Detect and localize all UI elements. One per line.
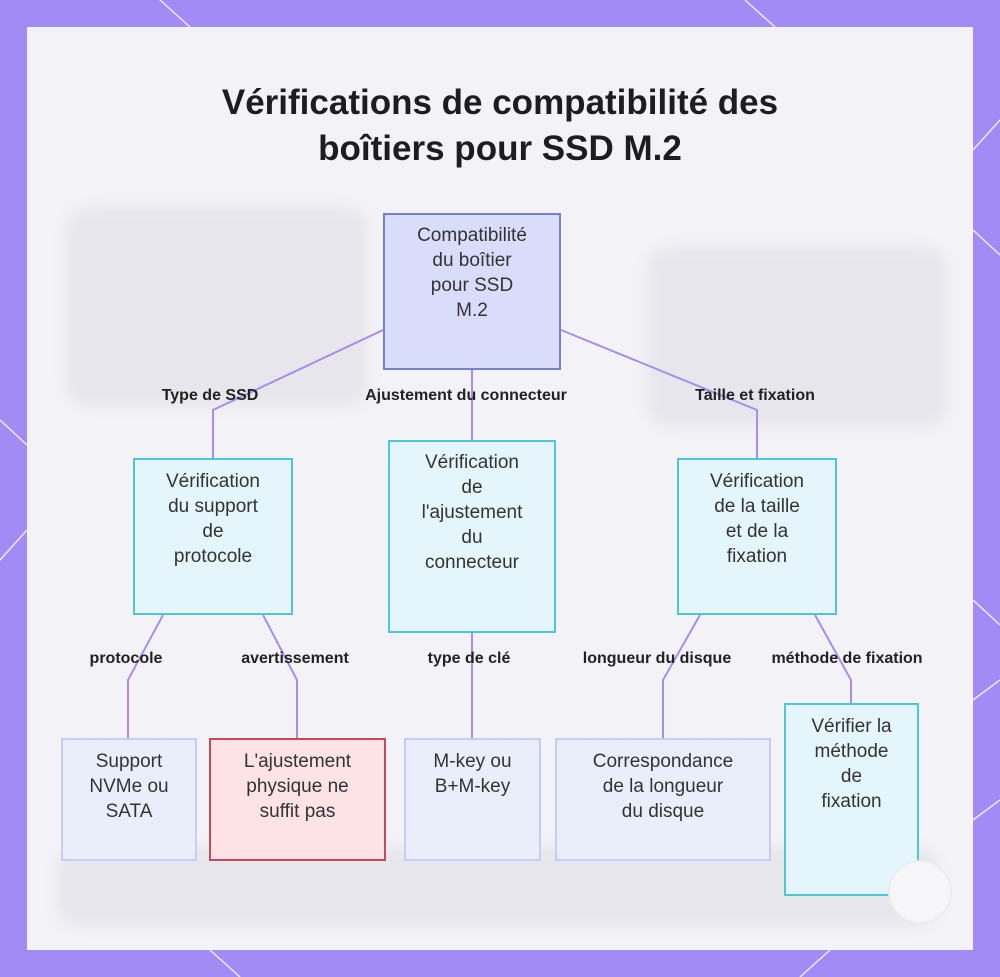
title-line-2: boîtiers pour SSD M.2 — [318, 129, 682, 168]
node-text: de — [202, 521, 224, 542]
node-text: de — [461, 477, 483, 498]
node-fit-warning: L'ajustement physique ne suffit pas — [209, 738, 386, 861]
edge-label-fixation-method: méthode de fixation — [771, 650, 923, 667]
watermark-logo — [888, 860, 952, 924]
node-text: l'ajustement — [421, 502, 523, 523]
node-root-compatibility: Compatibilité du boîtier pour SSD M.2 — [383, 213, 561, 370]
node-text: Compatibilité — [417, 225, 527, 246]
node-text: Vérification — [424, 452, 519, 473]
node-text: du disque — [621, 801, 705, 822]
connector-root-to-protocol — [212, 329, 384, 458]
edge-label-disk-length: longueur du disque — [582, 650, 732, 667]
node-text: de la longueur — [602, 776, 724, 797]
background-blur-shape — [647, 247, 947, 427]
node-text: et de la — [725, 521, 789, 542]
node-text: L'ajustement — [243, 751, 352, 772]
diagram-title: Vérifications de compatibilité des boîti… — [0, 80, 1000, 172]
node-text: méthode — [814, 741, 889, 762]
node-text: protocole — [173, 546, 253, 567]
title-line-1: Vérifications de compatibilité des — [221, 83, 779, 122]
node-text: fixation — [821, 791, 882, 812]
edge-label-ssd-type: Type de SSD — [161, 387, 259, 404]
node-nvme-sata: Support NVMe ou SATA — [61, 738, 197, 861]
node-protocol-check: Vérification du support de protocole — [133, 458, 293, 615]
node-text: Vérification — [710, 471, 804, 492]
edge-label-warning: avertissement — [241, 650, 349, 667]
connector-size-to-length — [662, 614, 701, 738]
connector-root-to-size — [560, 329, 758, 458]
node-length-match: Correspondance de la longueur du disque — [555, 738, 771, 861]
edge-label-key-type: type de clé — [427, 650, 511, 667]
edge-label-size-fixation: Taille et fixation — [695, 387, 815, 404]
node-text: pour SSD — [430, 275, 514, 296]
node-text: du — [461, 527, 483, 548]
node-connector-check: Vérification de l'ajustement du connecte… — [388, 440, 556, 633]
node-text: Support — [95, 751, 163, 772]
node-text: physique ne — [246, 776, 349, 797]
node-text: Vérification — [166, 471, 260, 492]
node-text: B+M-key — [434, 776, 511, 797]
connector-protocol-to-nvme — [127, 614, 164, 738]
node-text: Correspondance — [592, 751, 734, 772]
node-fixation-method: Vérifier la méthode de fixation — [784, 703, 919, 896]
node-text: de — [840, 766, 863, 787]
node-text: NVMe ou — [89, 776, 169, 797]
connector-size-to-fixation — [814, 614, 852, 703]
node-text: de la taille — [714, 496, 800, 517]
node-key-type: M-key ou B+M-key — [404, 738, 541, 861]
node-text: Vérifier la — [811, 716, 892, 737]
node-text: fixation — [726, 546, 788, 567]
node-text: du boîtier — [432, 250, 512, 271]
node-text: connecteur — [424, 552, 519, 573]
node-text: SATA — [105, 801, 153, 822]
edge-label-connector-fit: Ajustement du connecteur — [365, 387, 567, 404]
node-text: du support — [168, 496, 258, 517]
edge-label-protocol: protocole — [89, 650, 163, 667]
node-text: M.2 — [456, 300, 488, 321]
background-blur-shape — [67, 207, 367, 407]
node-size-check: Vérification de la taille et de la fixat… — [677, 458, 837, 615]
node-text: M-key ou — [433, 751, 512, 772]
node-text: suffit pas — [259, 801, 336, 822]
connector-protocol-to-warning — [262, 614, 298, 738]
